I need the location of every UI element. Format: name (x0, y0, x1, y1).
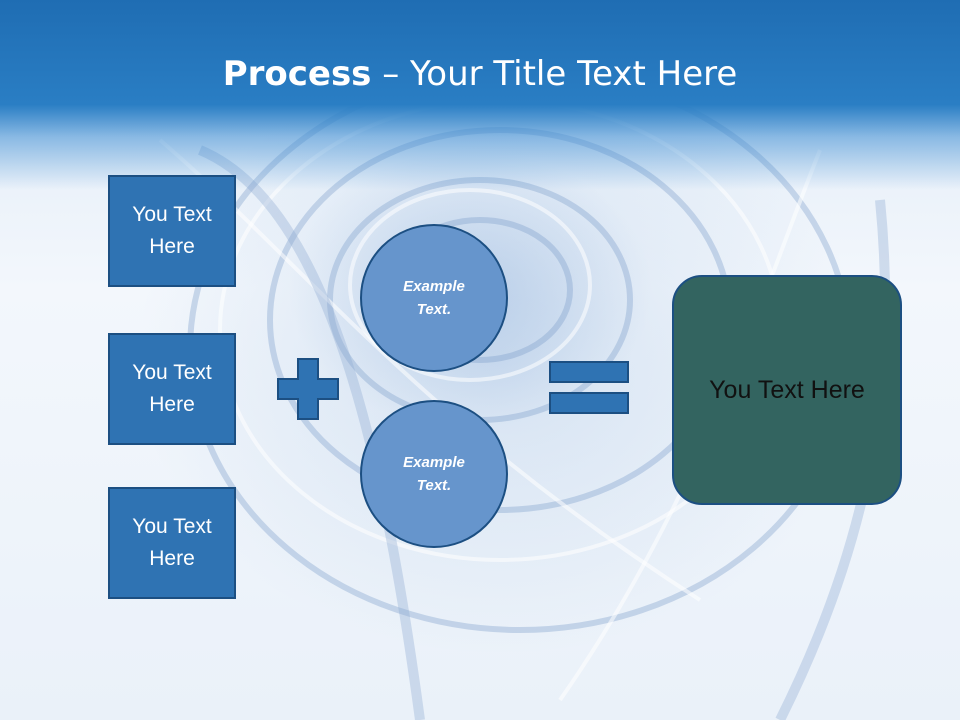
left-box-1-label: You Text Here (132, 203, 212, 258)
circle-bottom-label: Example Text. (403, 454, 465, 494)
title-rest: – Your Title Text Here (371, 54, 738, 94)
slide-title[interactable]: Process – Your Title Text Here (0, 52, 960, 96)
circle-top[interactable]: Example Text. (360, 224, 508, 372)
left-box-3-label: You Text Here (132, 515, 212, 570)
equals-icon (549, 361, 629, 414)
left-box-2[interactable]: You Text Here (108, 333, 236, 445)
left-box-3[interactable]: You Text Here (108, 487, 236, 599)
result-box[interactable]: You Text Here (672, 275, 902, 505)
result-box-label: You Text Here (709, 375, 865, 404)
circle-top-label: Example Text. (403, 278, 465, 318)
circle-bottom[interactable]: Example Text. (360, 400, 508, 548)
left-box-1[interactable]: You Text Here (108, 175, 236, 287)
left-box-2-label: You Text Here (132, 361, 212, 416)
plus-icon (277, 358, 339, 420)
title-bar (0, 0, 960, 190)
title-bold: Process (222, 54, 372, 94)
